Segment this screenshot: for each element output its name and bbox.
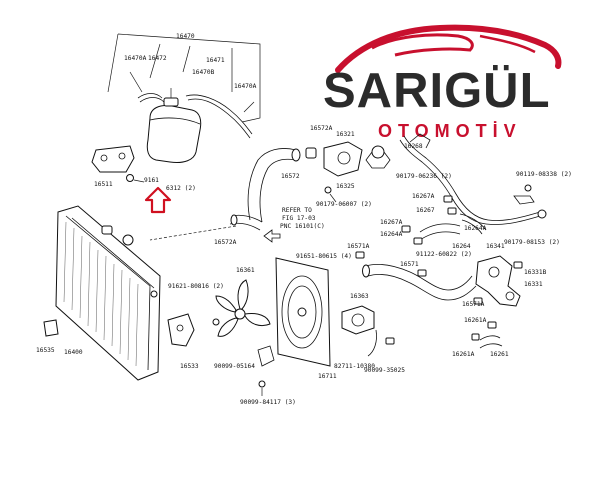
heater-pipe-group: 16268 90179-06236 (2) 90119-08338 (2) xyxy=(396,133,572,225)
brand-logo: SARIGÜL OTOMOTİV xyxy=(323,24,562,141)
bypass-hose-16264 xyxy=(419,223,461,241)
brand-title: SARIGÜL xyxy=(323,64,551,118)
part-label-16325: 16325 xyxy=(336,183,355,190)
water-inlet-16331 xyxy=(475,255,521,307)
bypass-hoses-group: 16267A 16267 16264A 16267A 16264A 16264 … xyxy=(380,193,560,250)
part-label-91651-80615: 91651-80615 (4) xyxy=(296,253,352,260)
part-label-16533: 16533 xyxy=(180,363,199,370)
screws-group: 90099-84117 (3) xyxy=(240,380,296,406)
part-label-90119-08338: 90119-08338 (2) xyxy=(516,171,572,178)
upper-radiator-hose xyxy=(247,148,297,223)
part-label-16264A-left: 16264A xyxy=(380,231,403,238)
part-label-16321: 16321 xyxy=(336,131,355,138)
part-label-16331B: 16331B xyxy=(524,269,547,276)
part-label-16267A-top: 16267A xyxy=(412,193,435,200)
part-label-16571A-bottom: 16571A xyxy=(462,301,485,308)
upper-hose-group: 16572 16572A xyxy=(149,148,301,246)
fan-bracket-16533 xyxy=(167,313,195,347)
hose-clamp-top xyxy=(305,147,317,159)
bracket-16533-group: 16533 xyxy=(167,313,220,370)
fan-group: 16361 90099-05164 16711 xyxy=(214,257,337,380)
bracket-16511-group: 16511 9161 6312 (2) xyxy=(91,145,196,192)
car-silhouette-icon xyxy=(335,24,562,73)
refer-line-3: PNC 16101(C) xyxy=(280,223,325,230)
part-label-90099-84117: 90099-84117 (3) xyxy=(240,399,296,406)
part-label-16571A-top: 16571A xyxy=(347,243,370,250)
part-label-16267: 16267 xyxy=(416,207,435,214)
part-label-90179-08153: 90179-08153 (2) xyxy=(504,239,560,246)
water-inlet-group: 16341 16331B 16331 16571A xyxy=(462,243,547,308)
part-label-90179-06007: 90179-06007 (2) xyxy=(316,201,372,208)
part-label-16400: 16400 xyxy=(64,349,83,356)
part-label-16470A-left: 16470A xyxy=(124,55,147,62)
part-label-16264A-right: 16264A xyxy=(464,225,487,232)
part-label-16511: 16511 xyxy=(94,181,113,188)
part-label-16572A-mid: 16572A xyxy=(214,239,237,246)
part-label-16341: 16341 xyxy=(486,243,505,250)
reservoir-bracket xyxy=(91,145,135,173)
part-label-9161-suffix: 6312 (2) xyxy=(166,185,196,192)
part-label-90099-05164: 90099-05164 xyxy=(214,363,255,370)
thermostat-group: 16572A 16321 16325 90179-06007 (2) xyxy=(305,125,391,208)
radiator-group: 16535 16400 91621-80816 (2) xyxy=(36,205,224,381)
fan-motor-16363 xyxy=(341,305,375,335)
lower-hose-group: 16571A 16571 91122-60822 (2) xyxy=(347,243,477,301)
arrow-left-icon xyxy=(263,229,281,243)
part-label-16472: 16472 xyxy=(148,55,167,62)
radiator-core xyxy=(55,205,161,381)
refer-line-1: REFER TO xyxy=(282,207,312,214)
part-label-16331: 16331 xyxy=(524,281,543,288)
reservoir-cap xyxy=(163,97,179,107)
lower-radiator-hose xyxy=(365,264,477,301)
part-label-16261: 16261 xyxy=(490,351,509,358)
part-label-90179-06236: 90179-06236 (2) xyxy=(396,173,452,180)
fan-motor-group: 16363 82711-10380 90099-35025 xyxy=(334,293,405,374)
radiator-mount-cushion xyxy=(43,319,59,337)
part-label-16361: 16361 xyxy=(236,267,255,274)
part-label-16470A-right: 16470A xyxy=(234,83,257,90)
arrow-up-outline-icon xyxy=(144,186,172,214)
water-outlet-16321 xyxy=(323,141,363,177)
part-label-90099-35025: 90099-35025 xyxy=(364,367,405,374)
part-label-16572A-top: 16572A xyxy=(310,125,333,132)
part-label-91621-80816: 91621-80816 (2) xyxy=(168,283,224,290)
part-label-16572: 16572 xyxy=(281,173,300,180)
reservoir-group: 16470 16470A 16472 16471 16470B 16470A xyxy=(107,33,261,163)
brand-subtitle: OTOMOTİV xyxy=(378,121,522,141)
part-label-16470: 16470 xyxy=(176,33,195,40)
refer-line-2: FIG 17-03 xyxy=(282,215,316,222)
part-label-82711-10380: 82711-10380 xyxy=(334,363,375,370)
part-label-16268: 16268 xyxy=(404,143,423,150)
part-label-16261A-top: 16261A xyxy=(464,317,487,324)
coolant-reservoir-tank xyxy=(146,105,202,163)
part-label-16363: 16363 xyxy=(350,293,369,300)
part-label-16711: 16711 xyxy=(318,373,337,380)
part-label-9161: 9161 xyxy=(144,177,159,184)
part-label-16471: 16471 xyxy=(206,57,225,64)
part-label-16261A-bottom: 16261A xyxy=(452,351,475,358)
part-label-16264: 16264 xyxy=(452,243,471,250)
part-label-16267A-2: 16267A xyxy=(380,219,403,226)
reservoir-hose xyxy=(137,93,165,103)
part-label-16470B: 16470B xyxy=(192,69,215,76)
part-label-91122-60822: 91122-60822 (2) xyxy=(416,251,472,258)
part-label-16535: 16535 xyxy=(36,347,55,354)
fan-blade-16361 xyxy=(215,279,271,337)
part-label-16571: 16571 xyxy=(400,261,419,268)
hose-16261 xyxy=(479,335,503,349)
hose-16261-group: 16261A 16261A 16261 xyxy=(452,317,509,358)
radiator-cap xyxy=(122,234,134,246)
reference-note: REFER TO FIG 17-03 PNC 16101(C) 91651-80… xyxy=(263,207,352,260)
